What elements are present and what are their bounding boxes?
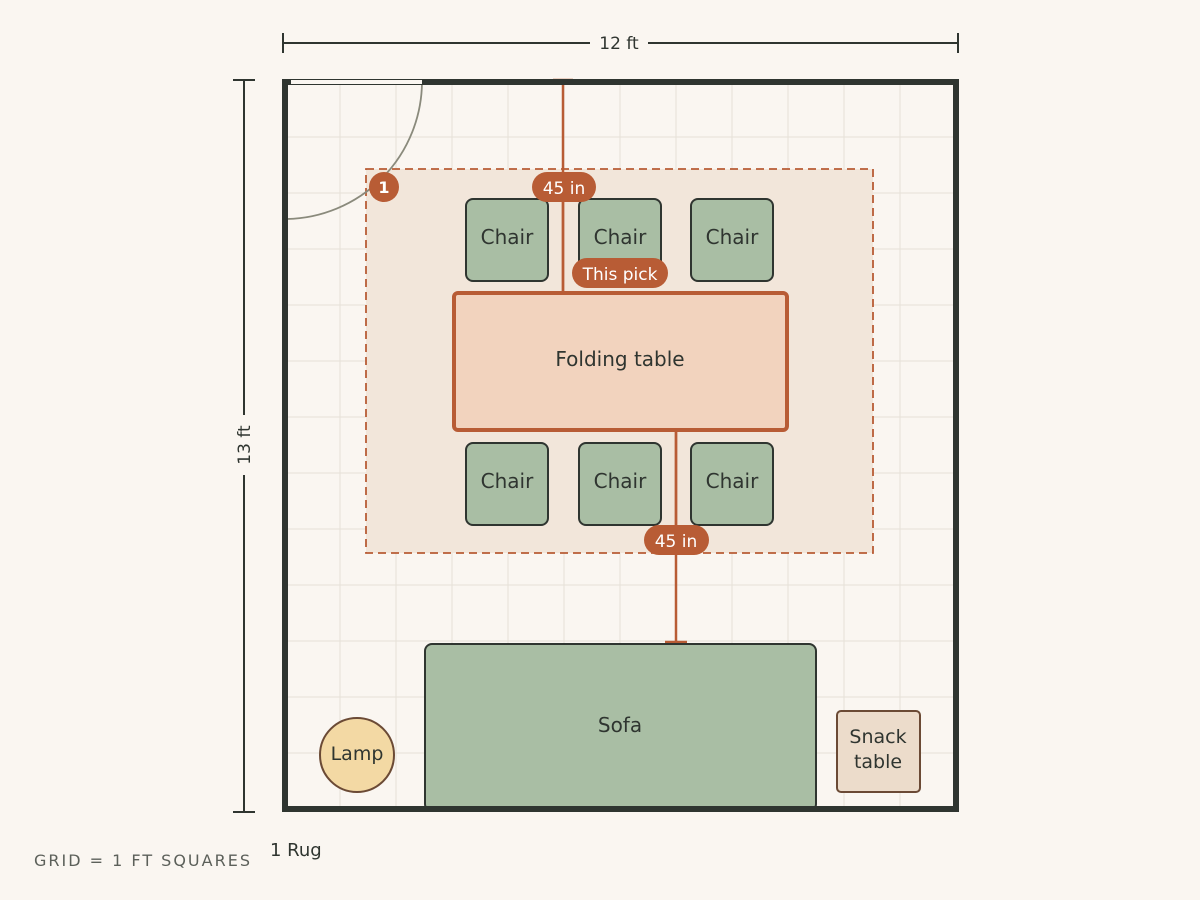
snack-table-label-line2: table — [854, 751, 902, 773]
rug-number: 1 — [378, 178, 389, 197]
rug-legend: 1 Rug — [270, 840, 322, 861]
chair-top-1[interactable]: Chair — [465, 198, 549, 282]
this-pick-badge: This pick — [572, 258, 668, 288]
bottom-clearance-badge: 45 in — [644, 525, 709, 555]
bottom-clearance-label: 45 in — [655, 532, 698, 552]
chair-label: Chair — [594, 469, 647, 493]
folding-table-label: Folding table — [555, 347, 684, 371]
width-label: 12 ft — [599, 34, 639, 54]
chair-top-3[interactable]: Chair — [690, 198, 774, 282]
chair-bottom-3[interactable]: Chair — [690, 442, 774, 526]
chair-label: Chair — [706, 469, 759, 493]
rug-number-badge: 1 — [369, 172, 399, 202]
snack-table-label-line1: Snack — [849, 726, 906, 748]
folding-table[interactable]: Folding table — [452, 291, 789, 432]
chair-label: Chair — [481, 469, 534, 493]
room-walls — [282, 79, 959, 812]
chair-bottom-1[interactable]: Chair — [465, 442, 549, 526]
this-pick-label: This pick — [582, 265, 658, 285]
chair-label: Chair — [594, 225, 647, 249]
chair-label: Chair — [706, 225, 759, 249]
width-dimension: 12 ft — [282, 33, 959, 54]
lamp[interactable]: Lamp — [319, 717, 395, 793]
chair-label: Chair — [481, 225, 534, 249]
snack-table[interactable]: Snack table — [836, 710, 921, 793]
lamp-label: Lamp — [331, 743, 384, 765]
grid-note: GRID = 1 FT SQUARES — [34, 851, 252, 870]
top-clearance-label: 45 in — [543, 179, 586, 199]
top-clearance-badge: 45 in — [532, 172, 596, 202]
sofa[interactable]: Sofa — [424, 643, 817, 812]
chair-bottom-2[interactable]: Chair — [578, 442, 662, 526]
sofa-label: Sofa — [598, 713, 642, 737]
height-label: 13 ft — [235, 425, 255, 465]
height-dimension: 13 ft — [233, 79, 255, 813]
